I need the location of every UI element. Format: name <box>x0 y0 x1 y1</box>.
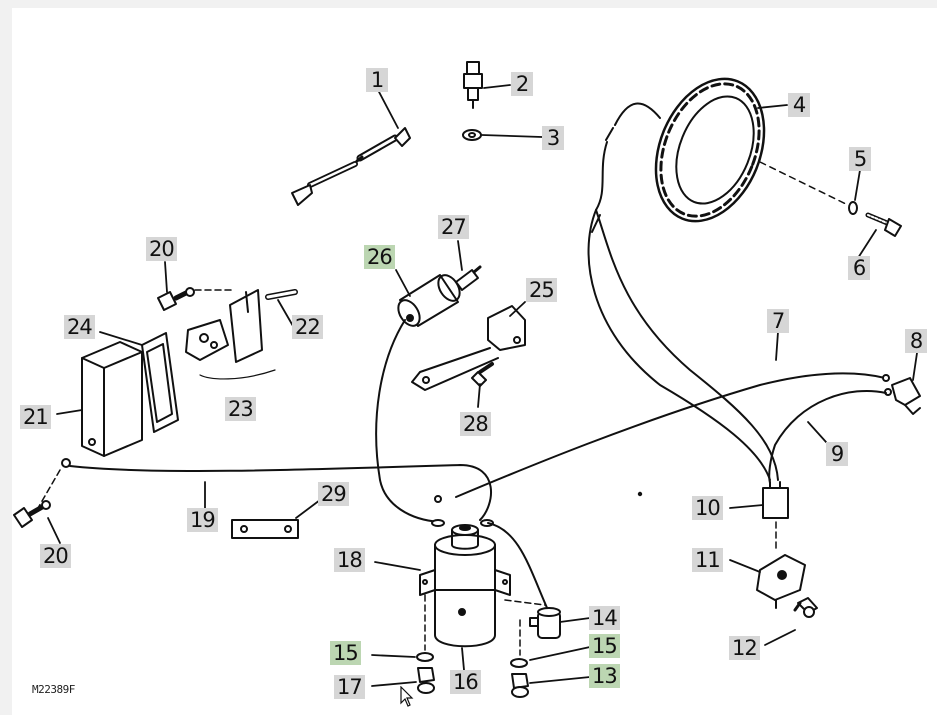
ignition-module-part <box>756 554 806 609</box>
ground-wire-part <box>61 458 492 521</box>
callout-14: 14 <box>589 606 620 630</box>
callout-20-upper: 20 <box>146 237 177 261</box>
mouse-cursor-icon <box>400 686 414 707</box>
plug-washer-part <box>462 129 482 141</box>
drawing-id-label: M22389F <box>32 683 75 696</box>
callout-15-left: 15 <box>330 641 361 665</box>
callout-11: 11 <box>692 548 723 572</box>
callout-29: 29 <box>318 482 349 506</box>
regulator-box-part <box>81 341 143 457</box>
callout-20-lower: 20 <box>40 544 71 568</box>
bracket-screw-part <box>471 362 494 387</box>
callout-23: 23 <box>225 397 256 421</box>
gasket-part <box>141 332 179 433</box>
callout-25: 25 <box>526 278 557 302</box>
callout-7: 7 <box>767 309 789 333</box>
callout-22: 22 <box>292 315 323 339</box>
module-screw-part <box>793 597 818 618</box>
callout-21: 21 <box>20 405 51 429</box>
callout-24: 24 <box>64 315 95 339</box>
callout-27: 27 <box>438 215 469 239</box>
callout-4: 4 <box>788 93 810 117</box>
stator-screw-part <box>865 212 902 237</box>
connector-wire-part <box>768 389 887 484</box>
callout-28: 28 <box>460 412 491 436</box>
nut-left-part <box>417 667 435 694</box>
callout-3: 3 <box>542 126 564 150</box>
small-condenser-part <box>529 607 561 639</box>
callout-6: 6 <box>848 256 870 280</box>
callout-12: 12 <box>729 636 760 660</box>
callout-17: 17 <box>334 675 365 699</box>
bolt-upper-part <box>157 287 195 311</box>
callout-15-right: 15 <box>589 634 620 658</box>
callout-16: 16 <box>450 670 481 694</box>
spark-plug-part <box>463 61 483 109</box>
callout-2: 2 <box>511 72 533 96</box>
condenser-bracket-part <box>411 305 526 391</box>
callout-1: 1 <box>366 68 388 92</box>
callout-26: 26 <box>364 245 395 269</box>
ignition-wire-part <box>434 372 890 503</box>
spark-plug-wire-part <box>291 127 411 206</box>
callout-8: 8 <box>905 329 927 353</box>
bracket-assembly-part <box>185 289 276 380</box>
bolt-lower-part <box>13 500 51 528</box>
plate-part <box>231 519 299 539</box>
callout-19: 19 <box>187 508 218 532</box>
stator-washer-part <box>848 201 858 215</box>
terminal-connector-part <box>884 377 921 415</box>
callout-5: 5 <box>849 147 871 171</box>
washer-right-part <box>510 658 528 668</box>
ignition-coil-part <box>419 519 511 648</box>
stator-part <box>605 77 766 223</box>
condenser-terminal-part <box>455 265 482 291</box>
callout-13: 13 <box>589 664 620 688</box>
callout-18: 18 <box>334 548 365 572</box>
condenser-part <box>375 274 461 523</box>
stator-lead-part <box>587 141 779 481</box>
nut-right-part <box>511 673 529 698</box>
wire-connector-part <box>762 481 789 549</box>
pin-part <box>265 289 298 300</box>
callout-9: 9 <box>826 442 848 466</box>
washer-left-part <box>416 652 434 662</box>
callout-10: 10 <box>692 496 723 520</box>
